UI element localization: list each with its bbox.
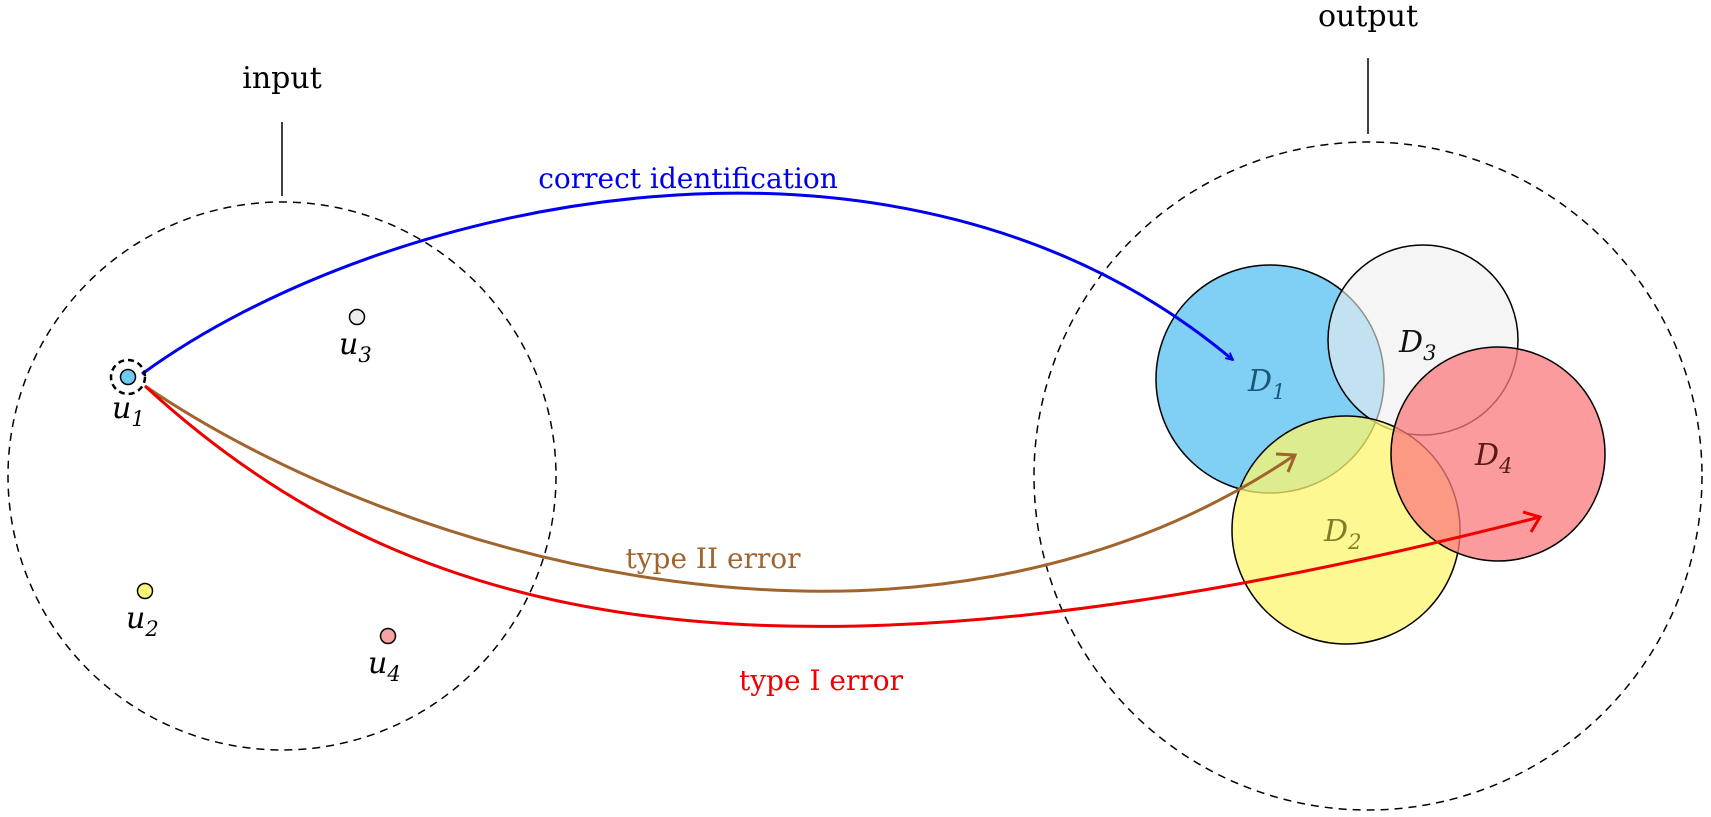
decoding-regions: D1 D2 D3 D4 bbox=[1155, 244, 1606, 645]
node-u4 bbox=[379, 627, 397, 645]
input-boundary bbox=[7, 201, 557, 751]
arrows: correct identification type II error typ… bbox=[141, 162, 1543, 697]
region-D3-label: D3 bbox=[1398, 325, 1436, 365]
type1-error-label: type I error bbox=[739, 664, 904, 697]
region-D2-label: D2 bbox=[1323, 514, 1361, 554]
region-D4 bbox=[1390, 346, 1606, 562]
node-u3-label: u3 bbox=[339, 327, 372, 367]
node-u3 bbox=[348, 308, 366, 326]
type2-error-label: type II error bbox=[625, 542, 801, 575]
node-u1-label: u1 bbox=[112, 391, 145, 431]
type1-error-arrow bbox=[143, 384, 1541, 628]
region-D1-label: D1 bbox=[1247, 364, 1285, 404]
input-nodes: u1 u2 u3 u4 bbox=[109, 308, 401, 686]
node-u2-label: u2 bbox=[126, 601, 159, 641]
node-u4-label: u4 bbox=[368, 646, 401, 686]
correct-identification-arrow bbox=[141, 191, 1233, 376]
input-set: input bbox=[7, 61, 557, 751]
node-u2 bbox=[136, 582, 154, 600]
node-u1 bbox=[119, 368, 137, 386]
type1-error-arrowhead bbox=[1522, 510, 1543, 533]
node-u1-highlight-ring bbox=[109, 358, 147, 396]
correct-identification-label: correct identification bbox=[538, 162, 838, 195]
type2-error-arrow bbox=[144, 384, 1296, 593]
output-boundary bbox=[1033, 141, 1703, 811]
region-D4-label: D4 bbox=[1474, 438, 1512, 478]
output-label: output bbox=[1318, 0, 1418, 34]
input-label: input bbox=[242, 61, 322, 96]
output-set: output bbox=[1033, 0, 1703, 811]
type2-error-arrowhead bbox=[1275, 452, 1298, 473]
